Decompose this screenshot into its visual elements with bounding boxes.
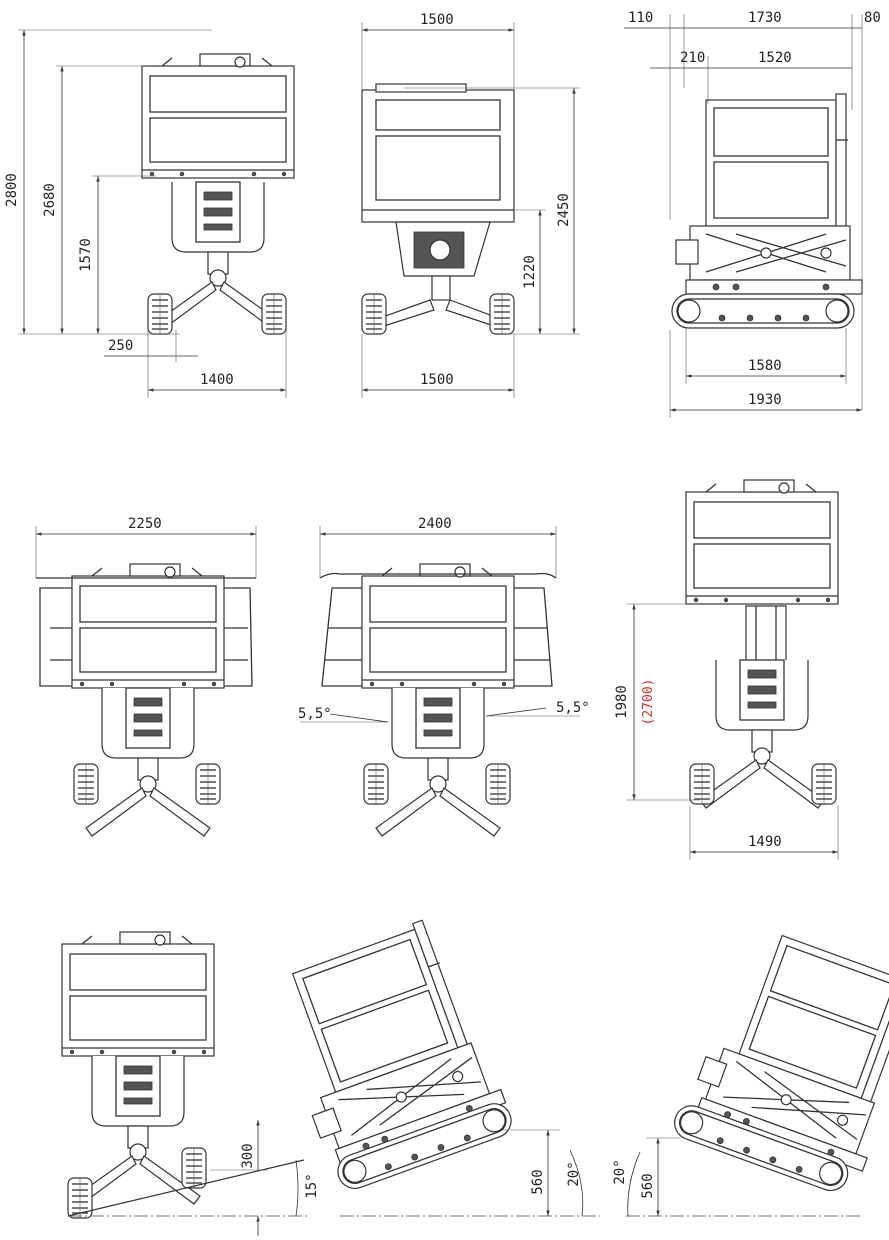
view-rear: 1500 2450 1220 1500: [361, 12, 580, 398]
angle-5-5-left: 5,5°: [298, 706, 332, 722]
angle-15: 15°: [304, 1173, 320, 1198]
view-incline: 560 20°: [261, 914, 600, 1217]
dim-1580: 1580: [748, 358, 782, 374]
view-decline: 560 20°: [612, 918, 889, 1217]
track-slope-right: [181, 1147, 207, 1189]
engine-rear: [379, 221, 499, 327]
dim-300: 300: [240, 1143, 256, 1168]
basket-extended-2250: [36, 563, 256, 689]
dim-1930: 1930: [748, 392, 782, 408]
mast-raised: [745, 605, 787, 663]
dim-1500-top: 1500: [420, 12, 454, 28]
view-raised: 1980 (2700) 1490: [614, 479, 839, 860]
view-extended-2250: 2250: [35, 516, 257, 837]
chassis-raised: [699, 659, 825, 809]
dim-2250: 2250: [128, 516, 162, 532]
dim-1520: 1520: [758, 50, 792, 66]
dim-1980: 1980: [614, 685, 630, 719]
track-ext-2250-left: [73, 763, 99, 805]
track-ext-2400-right: [485, 763, 511, 805]
dim-1490: 1490: [748, 834, 782, 850]
track-ext-2400-left: [363, 763, 389, 805]
chassis-extended-2400: [375, 687, 501, 837]
dim-2800: 2800: [4, 173, 20, 207]
track-slope-left: [67, 1177, 93, 1219]
track-raised-right: [811, 763, 837, 805]
basket-slope: [61, 931, 215, 1057]
track-rear-left: [361, 293, 387, 335]
dim-250: 250: [108, 338, 133, 354]
view-slope-front: 300 15°: [61, 931, 320, 1236]
angle-20-decline: 20°: [612, 1159, 628, 1184]
platform-rear: [361, 83, 515, 223]
chassis-front: [155, 181, 281, 331]
view-front: 2800 2680 1570 250 1400: [4, 29, 295, 398]
dim-2400: 2400: [418, 516, 452, 532]
dim-2680: 2680: [42, 183, 58, 217]
side-crawler: [671, 293, 855, 329]
dim-1500-bottom: 1500: [420, 372, 454, 388]
basket-front: [141, 53, 295, 179]
dim-110: 110: [628, 10, 653, 26]
track-ext-2250-right: [195, 763, 221, 805]
angle-5-5-right: 5,5°: [556, 700, 590, 716]
basket-raised: [685, 479, 839, 605]
angle-20-incline: 20°: [566, 1161, 582, 1186]
basket-extended-2400: [319, 563, 557, 689]
dim-1400: 1400: [200, 372, 234, 388]
side-body: [675, 93, 863, 295]
track-right: [261, 293, 287, 335]
dim-210: 210: [680, 50, 705, 66]
dim-2450: 2450: [556, 193, 572, 227]
dim-1570: 1570: [78, 238, 94, 272]
dim-80: 80: [864, 10, 881, 26]
dim-2700-alt: (2700): [641, 679, 656, 726]
dim-1730: 1730: [748, 10, 782, 26]
chassis-slope: [75, 1055, 201, 1205]
dim-560-incline: 560: [530, 1169, 546, 1194]
track-raised-left: [689, 763, 715, 805]
track-rear-right: [489, 293, 515, 335]
view-side: 110 1730 80 210 1520 1580 1930: [624, 10, 881, 418]
dim-1220: 1220: [522, 255, 538, 289]
dim-560-decline: 560: [640, 1173, 656, 1198]
chassis-extended-2250: [85, 687, 211, 837]
track-left: [147, 293, 173, 335]
view-extended-2400: 2400 5,5° 5,5°: [298, 516, 590, 837]
